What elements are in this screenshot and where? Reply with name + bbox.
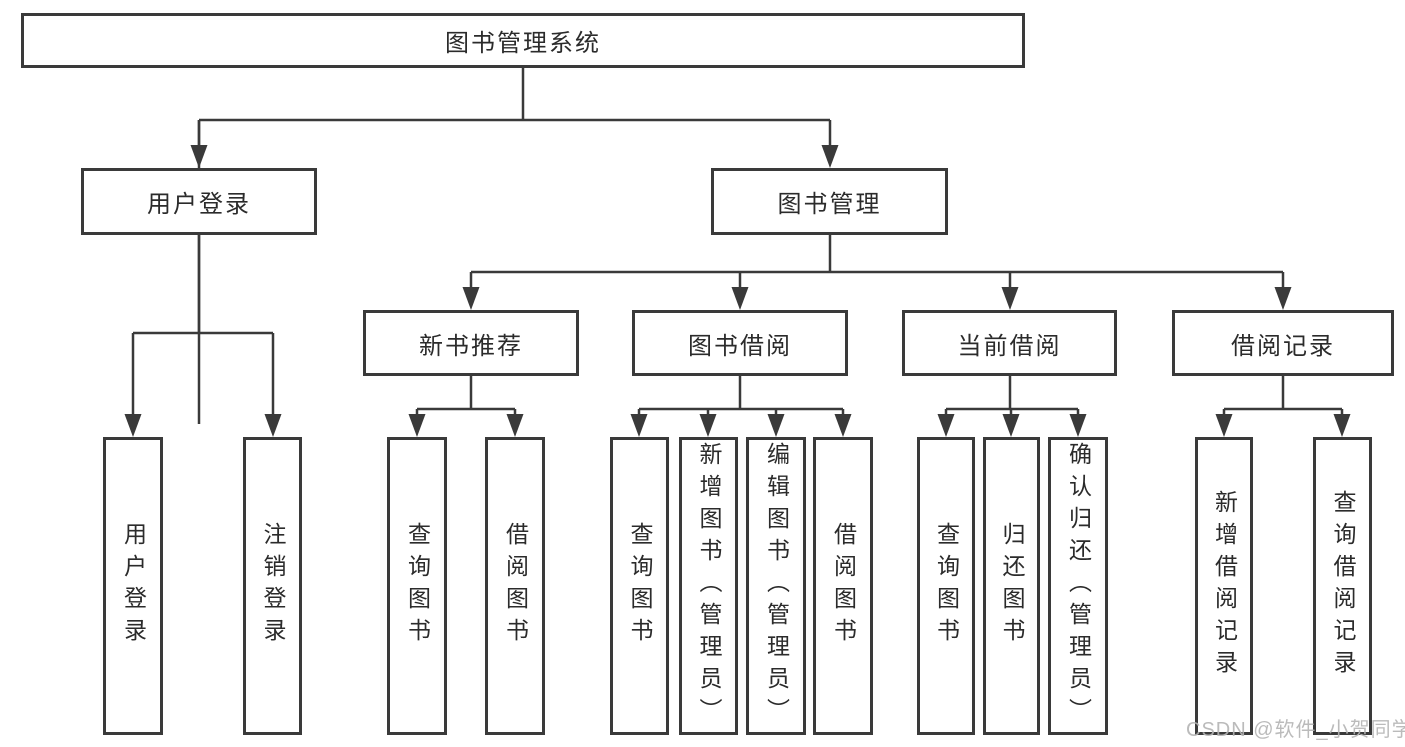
leaf-borrow-edit-book: 编辑图书（管理员）	[746, 437, 806, 735]
leaf-records-add-label: 新增借阅记录	[1211, 490, 1238, 682]
leaf-newbooks-borrow-label: 借阅图书	[502, 522, 529, 650]
leaf-borrow-query-label: 查询图书	[627, 522, 653, 650]
node-root: 图书管理系统	[21, 13, 1025, 68]
leaf-borrow-edit-book-label: 编辑图书（管理员）	[763, 442, 790, 730]
leaf-user-login-label: 用户登录	[120, 522, 147, 650]
leaf-borrow-query: 查询图书	[610, 437, 669, 735]
node-new-book-recommend-label: 新书推荐	[419, 332, 523, 360]
leaf-current-confirm-return-label: 确认归还（管理员）	[1065, 442, 1092, 730]
leaf-logout-label: 注销登录	[260, 522, 286, 650]
leaf-borrow-borrow-book-label: 借阅图书	[830, 522, 857, 650]
leaf-records-add: 新增借阅记录	[1195, 437, 1253, 735]
tree-edges	[131, 68, 1344, 424]
leaf-records-query-label: 查询借阅记录	[1330, 490, 1356, 682]
leaf-records-query: 查询借阅记录	[1313, 437, 1372, 735]
leaf-current-query: 查询图书	[917, 437, 975, 735]
node-book-borrow-label: 图书借阅	[688, 332, 792, 360]
leaf-borrow-borrow-book: 借阅图书	[813, 437, 873, 735]
node-book-borrow: 图书借阅	[632, 310, 848, 376]
node-book-management: 图书管理	[711, 168, 948, 235]
node-user-login-label: 用户登录	[147, 191, 251, 218]
node-root-label: 图书管理系统	[445, 30, 601, 57]
node-book-management-label: 图书管理	[777, 191, 882, 218]
node-user-login: 用户登录	[81, 168, 317, 235]
node-current-borrow: 当前借阅	[902, 310, 1117, 376]
node-borrow-records-label: 借阅记录	[1231, 332, 1335, 360]
leaf-borrow-add-book: 新增图书（管理员）	[679, 437, 738, 735]
node-new-book-recommend: 新书推荐	[363, 310, 579, 376]
node-borrow-records: 借阅记录	[1172, 310, 1394, 376]
leaf-newbooks-borrow: 借阅图书	[485, 437, 545, 735]
leaf-logout: 注销登录	[243, 437, 302, 735]
leaf-newbooks-query: 查询图书	[387, 437, 447, 735]
leaf-borrow-add-book-label: 新增图书（管理员）	[696, 442, 722, 730]
csdn-watermark: CSDN @软件_小贺同学	[1186, 719, 1405, 741]
leaf-current-confirm-return: 确认归还（管理员）	[1048, 437, 1108, 735]
leaf-current-query-label: 查询图书	[933, 522, 960, 650]
leaf-user-login: 用户登录	[103, 437, 163, 735]
leaf-newbooks-query-label: 查询图书	[404, 522, 431, 650]
arrowheads	[124, 145, 1351, 437]
node-current-borrow-label: 当前借阅	[957, 332, 1062, 360]
leaf-current-return: 归还图书	[983, 437, 1040, 735]
leaf-current-return-label: 归还图书	[999, 522, 1025, 650]
